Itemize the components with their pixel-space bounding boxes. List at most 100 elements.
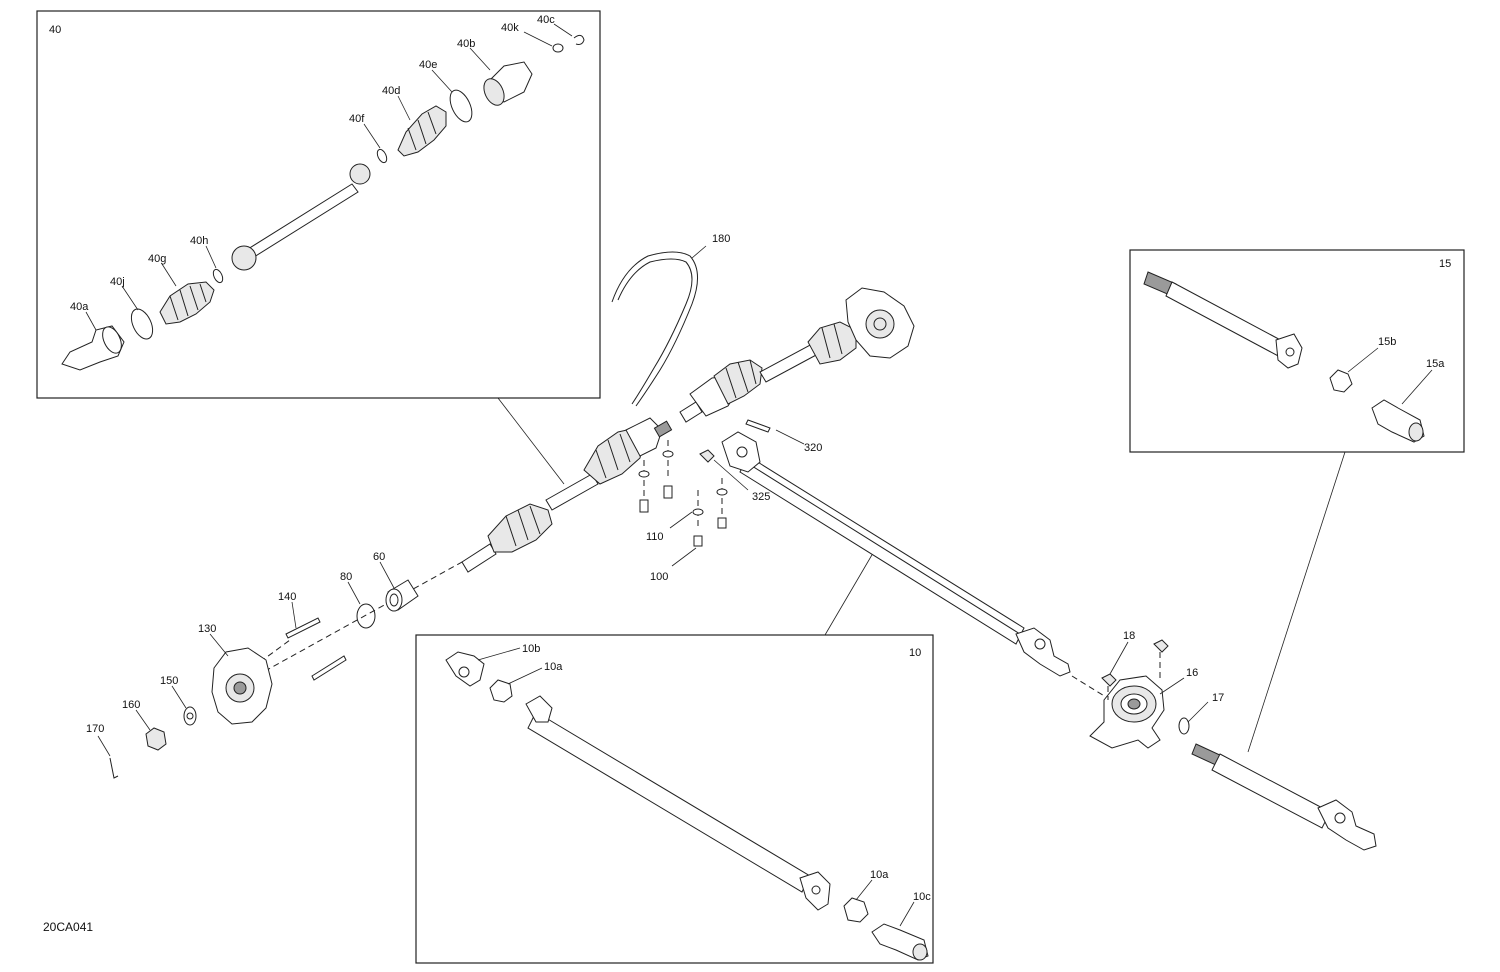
inset-15-group [1143, 271, 1433, 443]
rear-inner-boot-ribs [821, 323, 843, 359]
driveshaft-tube-highlight [751, 465, 1021, 635]
axle-tripod-outer [231, 245, 257, 271]
callout-325: 325 [752, 491, 770, 503]
rear-shaft-yoke-hole [1334, 812, 1346, 824]
callout-180: 180 [712, 233, 730, 245]
callout-170: 170 [86, 723, 104, 735]
inset10-ujoint-10a-bottom [843, 897, 869, 923]
leader-15a [1401, 369, 1433, 405]
axle-tripod-inner [349, 163, 371, 185]
callout-40h: 40h [190, 235, 208, 247]
hub-washer-part [183, 706, 197, 726]
rear-cv-boot-ribs [725, 359, 757, 399]
inner-cv-joint-face [483, 78, 505, 106]
callout-140: 140 [278, 591, 296, 603]
hub-bolt-axis-top [259, 639, 291, 663]
callout-40d: 40d [382, 85, 400, 97]
callout-10c: 10c [913, 891, 931, 903]
inset-10-leader [824, 547, 877, 636]
driveshaft-front-yoke [721, 431, 761, 473]
hub-washer-hole [186, 712, 194, 720]
leader-40f [363, 123, 381, 149]
leader-100 [671, 547, 697, 567]
front-shaft-stub [461, 543, 497, 573]
leader-130 [209, 633, 229, 657]
hub-assembly-axis [255, 561, 463, 677]
leader-16 [1159, 677, 1185, 695]
boot-clamp-small-part [212, 268, 224, 284]
inset10-rear-yoke-hole [811, 885, 821, 895]
driveshaft-rear-yoke-hole [1034, 638, 1046, 650]
inset-15-number: 15 [1439, 258, 1451, 270]
callout-40f: 40f [349, 113, 365, 125]
leader-40h [205, 245, 217, 269]
inset-15-frame [1129, 249, 1465, 453]
leader-60 [379, 561, 395, 589]
wheel-stud-2 [311, 655, 347, 681]
inset15-shaft-yoke [1275, 333, 1303, 369]
boot-clamp-inner-small-part [376, 148, 388, 164]
rear-shaft-yoke [1317, 799, 1377, 851]
leader-170 [97, 735, 111, 757]
leader-17 [1187, 701, 1209, 723]
leader-180 [691, 245, 707, 259]
leader-40e [431, 69, 453, 93]
driveshaft-tube [739, 455, 1025, 645]
inset-40-number: 40 [49, 24, 61, 36]
inset15-shaft-tube [1165, 281, 1289, 359]
callout-40e: 40e [419, 59, 437, 71]
wheel-bearing-face [385, 588, 403, 612]
callout-15b: 15b [1378, 336, 1396, 348]
leader-320 [775, 429, 805, 445]
nut-325-part [699, 449, 715, 463]
front-outer-boot-ribs [505, 505, 541, 547]
inset-10-number: 10 [909, 647, 921, 659]
callout-10a-top: 10a [544, 661, 563, 673]
inset-10-group [445, 647, 929, 961]
cotter-pin-part [109, 757, 119, 779]
bolt-320-part [745, 419, 771, 433]
leader-40a [85, 311, 97, 331]
inset10-driveshaft-tube [527, 711, 811, 893]
main-driveshaft-assembly [721, 431, 1115, 703]
leader-10a-bottom [855, 879, 873, 901]
wheel-hub-bore [233, 681, 247, 695]
washer-110-a [638, 470, 650, 478]
inset10-rear-yoke [799, 871, 831, 911]
outer-boot-ribs [169, 283, 207, 321]
callout-110: 110 [646, 531, 664, 543]
bolt-100-a [639, 499, 649, 513]
driveshaft-rear-yoke [1015, 627, 1071, 677]
leader-160 [135, 709, 151, 731]
washer-110-c [692, 508, 704, 516]
leader-40k [523, 31, 553, 47]
fastener-group [638, 419, 805, 567]
leader-150 [171, 685, 187, 709]
leader-10a-top [507, 667, 543, 685]
bolt-100-d [717, 517, 727, 529]
hub-nut-part [145, 727, 167, 751]
inset-40-frame [36, 10, 601, 399]
inset-15-leader [1247, 451, 1346, 753]
callout-40k: 40k [501, 22, 519, 34]
leader-15b [1347, 347, 1379, 373]
callout-160: 160 [122, 699, 140, 711]
boot-clamp-large-part [130, 308, 154, 340]
inset10-slip-yoke-end [912, 943, 928, 961]
differential-flange-hub [865, 309, 895, 339]
cv-shaft-exploded-group [61, 23, 585, 371]
inset10-yoke-10b-hole [458, 666, 470, 678]
inset-40-leader [497, 397, 565, 485]
bolt-100-c [693, 535, 703, 547]
bolt-100-b [663, 485, 673, 499]
axle-shaft-part [239, 183, 359, 263]
breather-tube-part [611, 251, 698, 407]
callout-15a: 15a [1426, 358, 1445, 370]
rear-shaft-tube [1211, 753, 1331, 829]
rear-cv-stub [679, 401, 703, 423]
leader-40b [469, 47, 491, 71]
wheel-stud-1 [285, 617, 321, 639]
inset15-slip-yoke-end [1408, 422, 1424, 442]
leader-40c [553, 23, 573, 37]
